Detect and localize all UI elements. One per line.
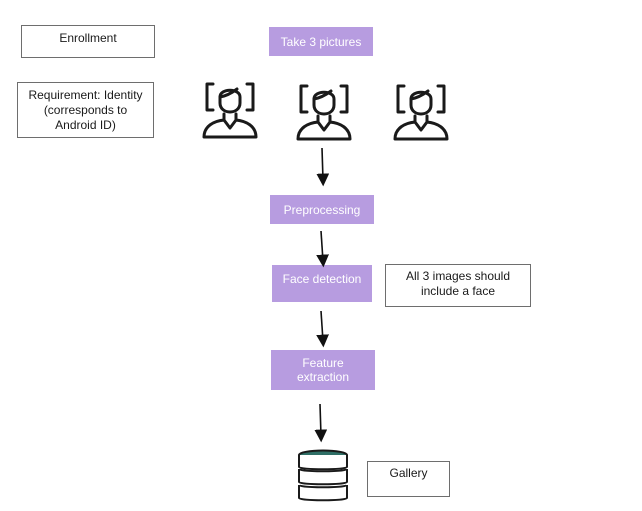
requirement-box: Requirement: Identity (corresponds to An…	[17, 82, 154, 138]
enrollment-label: Enrollment	[59, 31, 117, 45]
face-note-box: All 3 images should include a face	[385, 264, 531, 307]
person-scan-icon	[296, 84, 352, 141]
face-detection-step: Face detection	[272, 265, 372, 302]
take-pictures-step: Take 3 pictures	[269, 27, 373, 56]
feature-extraction-label: Feature extraction	[296, 356, 350, 384]
arrow-pictures-to-preprocessing	[316, 147, 330, 187]
face-note-label: All 3 images should include a face	[405, 269, 511, 298]
face-detection-label: Face detection	[282, 272, 362, 286]
preprocessing-label: Preprocessing	[283, 202, 361, 217]
database-icon	[298, 449, 348, 502]
feature-extraction-step: Feature extraction	[271, 350, 375, 390]
arrow-detection-to-extraction	[316, 310, 329, 348]
requirement-label: Requirement: Identity (corresponds to An…	[28, 88, 143, 132]
arrow-preprocessing-to-detection	[316, 230, 329, 268]
person-scan-icon	[202, 82, 258, 139]
gallery-label: Gallery	[389, 466, 428, 480]
arrow-extraction-to-gallery	[314, 403, 328, 443]
person-scan-icon	[393, 84, 449, 141]
gallery-box: Gallery	[367, 461, 450, 497]
take-pictures-label: Take 3 pictures	[280, 34, 362, 49]
preprocessing-step: Preprocessing	[270, 195, 374, 224]
enrollment-box: Enrollment	[21, 25, 155, 58]
